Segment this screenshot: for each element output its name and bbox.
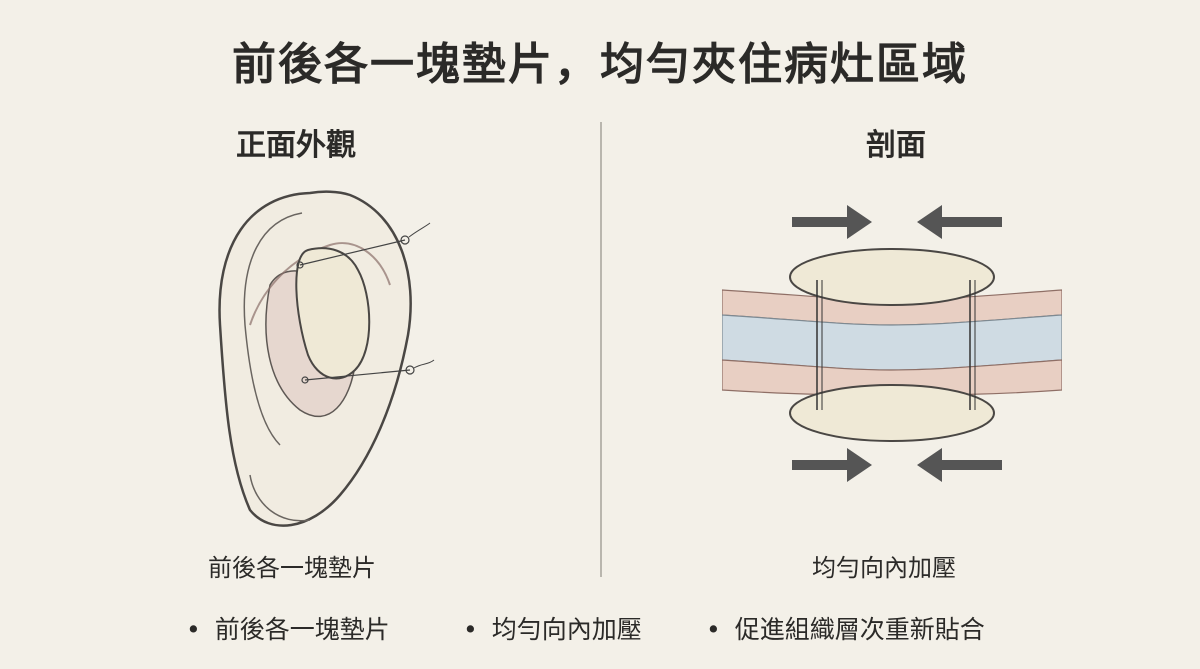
bullet-dot-icon: • xyxy=(706,615,721,644)
panel-divider xyxy=(600,122,602,577)
bullet-item: •促進組織層次重新貼合 xyxy=(706,615,985,644)
bullet-item: •均勻向內加壓 xyxy=(463,615,642,644)
top-left-arrow xyxy=(792,205,872,239)
bullet-dot-icon: • xyxy=(186,615,201,644)
top-pad xyxy=(789,248,995,306)
front-view-title: 正面外觀 xyxy=(236,128,356,163)
suture-top xyxy=(299,239,406,266)
cross-section-illustration xyxy=(722,205,1062,482)
bullet-item: •前後各一塊墊片 xyxy=(186,615,390,644)
bullet-list: •前後各一塊墊片 •均勻向內加壓 •促進組織層次重新貼合 xyxy=(0,610,1200,650)
page-title: 前後各一塊墊片，均勻夾住病灶區域 xyxy=(232,39,968,90)
bottom-right-arrow xyxy=(917,448,1002,482)
bottom-pad xyxy=(789,384,995,442)
bottom-left-arrow xyxy=(792,448,872,482)
front-view-caption: 前後各一塊墊片 xyxy=(208,554,376,582)
top-right-arrow xyxy=(917,205,1002,239)
section-view-title: 剖面 xyxy=(866,128,926,163)
ear-lobe xyxy=(249,474,311,522)
ear-illustration xyxy=(218,190,435,527)
front-pad xyxy=(295,247,371,380)
suture-bottom xyxy=(304,369,411,381)
section-view-caption: 均勻向內加壓 xyxy=(812,554,956,582)
bullet-dot-icon: • xyxy=(463,615,478,644)
